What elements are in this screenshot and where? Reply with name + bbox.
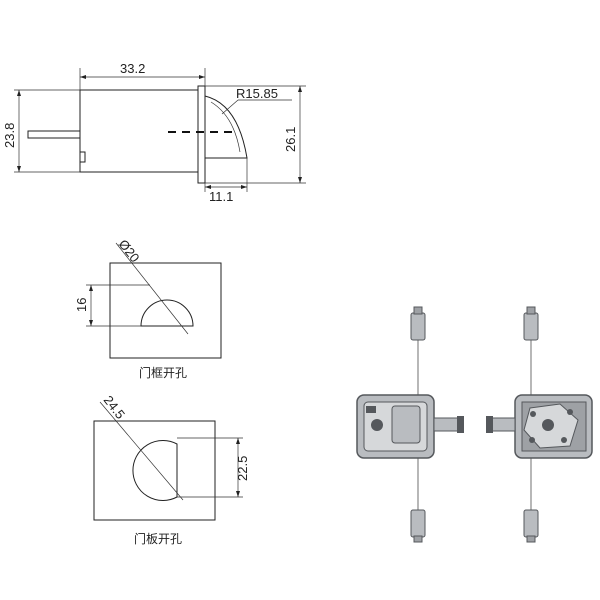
radius-leader xyxy=(221,99,239,115)
door-hole-caption: 门板开孔 xyxy=(134,531,182,546)
door-cutout xyxy=(132,440,178,501)
latch-flange xyxy=(197,85,206,184)
frame-plate xyxy=(109,262,222,359)
body-notch xyxy=(79,151,86,163)
latch-assembly-front xyxy=(356,306,464,543)
door-plate xyxy=(93,420,216,521)
frame-hole-view: Ø20 16 门框开孔 xyxy=(74,237,222,380)
dim-height-right: 26.1 xyxy=(283,127,298,152)
latch-bolt xyxy=(204,95,248,159)
door-hole-view: 24.5 22.5 门板开孔 xyxy=(93,393,250,546)
rod-bolt-top-left xyxy=(410,312,426,341)
dim-height-left: 23.8 xyxy=(2,123,17,148)
rod-bolt-top-right xyxy=(523,312,539,341)
latch-body xyxy=(79,89,199,173)
latch-pin xyxy=(27,130,81,139)
rod-bolt-bottom-right xyxy=(523,509,539,538)
side-view: 33.2 R15.85 23.8 26.1 11.1 xyxy=(2,61,306,204)
dim-bottom: 11.1 xyxy=(209,189,233,204)
dim-radius: R15.85 xyxy=(236,86,278,101)
side-bolt-left xyxy=(433,417,459,432)
frame-diameter-line xyxy=(115,242,189,335)
dim-length: 33.2 xyxy=(120,61,145,76)
frame-cutout xyxy=(140,299,194,327)
frame-dim-flat: 16 xyxy=(74,298,89,312)
door-diameter-line xyxy=(99,401,184,501)
keyhole-icon xyxy=(371,419,383,431)
side-bolt-right xyxy=(491,417,516,432)
frame-dim-diameter: Ø20 xyxy=(116,237,143,266)
latch-assembly-back xyxy=(486,306,593,543)
door-dim-flat: 22.5 xyxy=(235,456,250,481)
frame-hole-caption: 门框开孔 xyxy=(139,365,187,380)
rod-bolt-bottom-left xyxy=(410,509,426,538)
latch-bolt-inner xyxy=(210,101,241,153)
